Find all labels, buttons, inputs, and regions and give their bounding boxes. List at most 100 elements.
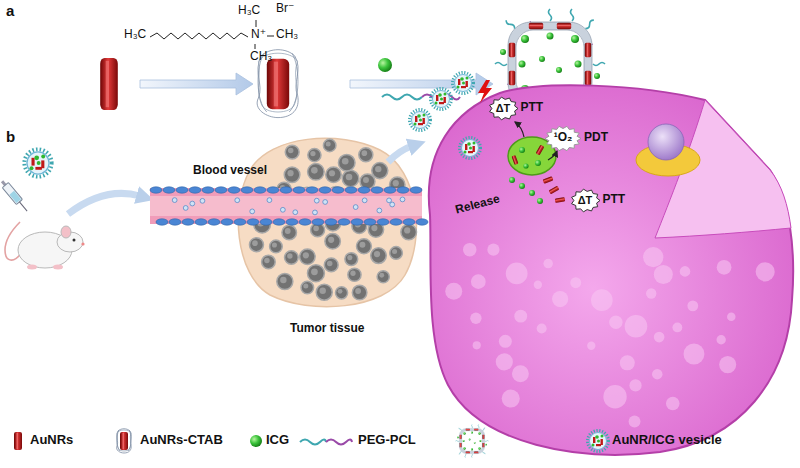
cell-texture-part bbox=[506, 263, 528, 285]
endothelial-cell-part bbox=[280, 207, 285, 212]
tumor-cell-part-part bbox=[285, 145, 299, 159]
endothelial-cell-part bbox=[202, 187, 214, 193]
endothelial-cell-part bbox=[195, 219, 207, 225]
process-arrow bbox=[140, 73, 253, 95]
endothelial-cell-part bbox=[377, 219, 389, 225]
bond bbox=[256, 20, 257, 27]
tumor-cell-part bbox=[390, 247, 403, 260]
tumor-cell-part-part bbox=[350, 271, 355, 276]
legend-text: AuNRs-CTAB bbox=[140, 433, 223, 448]
endothelial-cell-part bbox=[293, 187, 305, 193]
tumor-cell-part-part bbox=[393, 180, 399, 186]
burst-shape bbox=[489, 97, 517, 120]
cell-texture-part bbox=[463, 243, 476, 256]
tumor-cell-part-part bbox=[326, 141, 331, 146]
flow-arrow bbox=[68, 193, 140, 214]
endothelial-cell-part bbox=[189, 187, 201, 193]
tumor-cell-part-part bbox=[372, 163, 388, 179]
tumor-cell-part-part bbox=[303, 252, 309, 258]
chemical-group: H₃C bbox=[238, 4, 260, 18]
endothelial-cell-part bbox=[234, 219, 246, 225]
endothelial-cell-part bbox=[403, 219, 415, 225]
endosome-cargo bbox=[512, 145, 545, 169]
panel-letter: b bbox=[6, 128, 15, 145]
tumor-cell-part-part bbox=[329, 170, 335, 176]
cell-texture-part bbox=[629, 379, 641, 391]
therapy-label: PTT bbox=[521, 101, 544, 115]
endothelial-cell-part bbox=[323, 200, 328, 205]
tumor-cell-part-part bbox=[310, 151, 315, 156]
endothelial-cell-part bbox=[250, 209, 255, 214]
endothelial-cell-part bbox=[286, 219, 298, 225]
burst-shape bbox=[545, 126, 581, 150]
syringe-part bbox=[19, 202, 27, 211]
tumor-cell-part bbox=[401, 224, 417, 240]
cell-texture-part bbox=[473, 341, 481, 349]
endothelial-cell-part bbox=[150, 187, 162, 193]
cell-texture-part bbox=[496, 353, 513, 370]
endothelial-cell-part bbox=[182, 219, 194, 225]
tumor-cell-part-part bbox=[359, 148, 373, 162]
endothelial-cell-part bbox=[390, 202, 395, 207]
endosome-cargo-part bbox=[535, 160, 541, 166]
endothelial-cell-part bbox=[241, 187, 253, 193]
legend-text: PEG-PCL bbox=[358, 433, 416, 448]
legend-assembly bbox=[456, 425, 489, 458]
released-cargo bbox=[509, 176, 565, 204]
tumor-cell-part-part bbox=[308, 164, 325, 181]
endosome-cargo-part bbox=[536, 145, 545, 156]
endothelial-cell-part bbox=[384, 187, 396, 193]
endothelial-cell-part bbox=[267, 198, 272, 203]
legend-vesicle bbox=[588, 431, 609, 452]
burst-node: ¹O₂PDT bbox=[545, 126, 581, 151]
burst-text: ΔT bbox=[578, 194, 593, 207]
tumor-cell-part-part bbox=[308, 148, 321, 161]
endothelial-cell-part bbox=[267, 187, 279, 193]
tumor-cell-part-part bbox=[270, 240, 283, 253]
cell-texture-part bbox=[471, 274, 486, 289]
tumor-cell-part bbox=[282, 225, 297, 240]
legend-icg bbox=[250, 435, 262, 447]
tumor-cell-part bbox=[345, 253, 358, 266]
tumor-cell-part-part bbox=[287, 253, 292, 258]
endothelial-cell-part bbox=[260, 219, 272, 225]
cell-texture-part bbox=[620, 355, 635, 370]
therapy-label: PTT bbox=[603, 193, 626, 207]
tumor-cell-part-part bbox=[346, 174, 353, 181]
cell-texture-part bbox=[680, 266, 691, 277]
cell-texture-part bbox=[552, 291, 568, 307]
tumor-cell-part-part bbox=[326, 167, 341, 182]
tumor-cell-part-part bbox=[355, 288, 361, 294]
endothelial-cell-part bbox=[215, 187, 227, 193]
vesicle-icon bbox=[431, 89, 452, 110]
endothelial-cell-part bbox=[280, 187, 292, 193]
nucleolus bbox=[648, 124, 684, 160]
tumor-cell-part-part bbox=[374, 251, 380, 257]
cell-texture-part bbox=[719, 356, 736, 373]
chemical-group: N⁺ bbox=[251, 28, 266, 42]
mouse bbox=[5, 222, 85, 270]
tumor-cell-part-part bbox=[362, 150, 368, 156]
tumor-cell-part bbox=[301, 281, 314, 294]
endothelial-cell-part bbox=[345, 187, 357, 193]
cell-texture-part bbox=[717, 260, 732, 275]
bond bbox=[267, 36, 274, 37]
cell-texture-part bbox=[727, 312, 736, 321]
therapy-label: PDT bbox=[584, 131, 608, 145]
endothelial-cell-part bbox=[313, 210, 318, 215]
tumor-cell-part bbox=[372, 163, 388, 179]
tumor-cell-part-part bbox=[356, 239, 371, 254]
tumor-cell-part bbox=[342, 170, 359, 187]
mouse-part bbox=[81, 242, 84, 245]
tumor-cell-part bbox=[323, 139, 336, 152]
endothelial-cell-part bbox=[362, 198, 367, 203]
tumor-cell-part-part bbox=[313, 226, 319, 232]
peg-chain bbox=[382, 95, 422, 100]
tumor-cell-part bbox=[262, 255, 276, 269]
cell-texture-part bbox=[514, 310, 527, 323]
endothelial-cell-part bbox=[371, 187, 383, 193]
endothelial-cell-part bbox=[235, 198, 240, 203]
cell-texture-part bbox=[643, 247, 663, 267]
tumor-cell-part-part bbox=[311, 167, 318, 174]
